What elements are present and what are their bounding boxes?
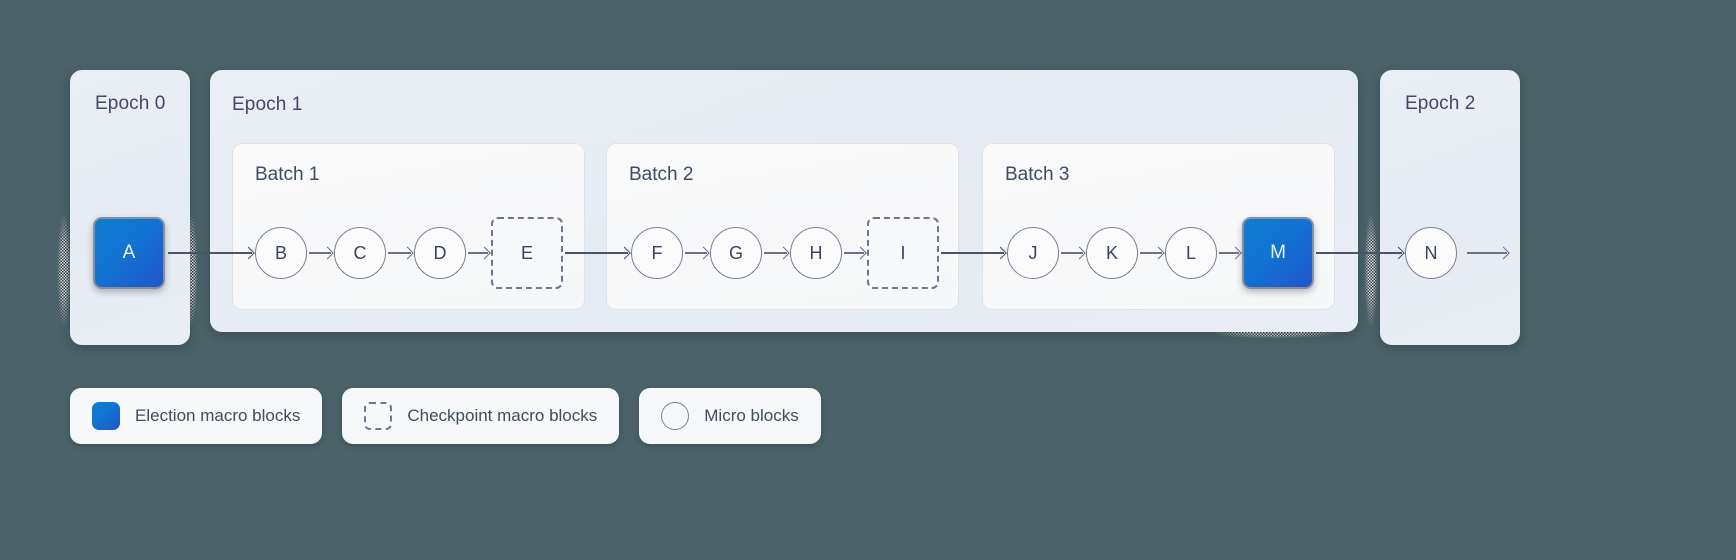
block-label-k: K	[1105, 242, 1118, 263]
block-label-i: I	[900, 242, 906, 263]
arrow-e-to-f	[565, 252, 628, 254]
block-label-f: F	[651, 242, 663, 263]
election-macro-block-a[interactable]: A	[93, 217, 165, 289]
block-label-h: H	[809, 242, 823, 263]
block-label-g: G	[728, 242, 743, 263]
legend-item-checkpoint-macro-blocks[interactable]: Checkpoint macro blocks	[342, 388, 620, 444]
arrow-h-to-i	[844, 252, 864, 254]
arrow-f-to-g	[685, 252, 707, 254]
block-label-b: B	[274, 242, 287, 263]
arrow-l-to-m	[1219, 252, 1239, 254]
dashed-square-icon	[364, 402, 393, 430]
micro-block-k[interactable]: K	[1086, 227, 1138, 279]
checkpoint-macro-block-e[interactable]: E	[491, 217, 563, 289]
legend-item-micro-blocks[interactable]: Micro blocks	[639, 388, 821, 444]
block-label-c: C	[353, 242, 367, 263]
batch-2-title: Batch 2	[629, 164, 694, 185]
micro-block-h[interactable]: H	[790, 227, 842, 279]
epoch-panel-1[interactable]: Epoch 1 Batch 1 Batch 2 Batch 3	[210, 70, 1358, 332]
epoch-panel-0[interactable]: Epoch 0	[70, 70, 190, 345]
block-label-d: D	[433, 242, 447, 263]
arrow-j-to-k	[1061, 252, 1083, 254]
micro-block-b[interactable]: B	[255, 227, 307, 279]
block-label-e: E	[520, 242, 533, 263]
legend-label-election: Election macro blocks	[135, 406, 301, 425]
arrow-a-to-b	[168, 252, 252, 254]
arrow-n-to-next	[1467, 252, 1507, 254]
epoch-1-title: Epoch 1	[232, 94, 303, 115]
micro-block-f[interactable]: F	[631, 227, 683, 279]
batch-1-title: Batch 1	[255, 164, 320, 185]
micro-block-c[interactable]: C	[334, 227, 386, 279]
panel-seam-artifact-left	[56, 196, 72, 344]
arrow-d-to-e	[468, 252, 488, 254]
legend-item-election-macro-blocks[interactable]: Election macro blocks	[70, 388, 323, 444]
block-label-a: A	[122, 242, 136, 263]
arrow-m-to-n	[1316, 252, 1402, 254]
micro-block-l[interactable]: L	[1165, 227, 1217, 279]
election-macro-block-m[interactable]: M	[1242, 217, 1314, 289]
micro-block-n[interactable]: N	[1405, 227, 1457, 279]
epoch-0-title: Epoch 0	[95, 93, 166, 114]
arrow-i-to-j	[941, 252, 1004, 254]
panel-seam-artifact-right	[1363, 196, 1379, 344]
arrow-b-to-c	[309, 252, 331, 254]
block-label-m: M	[1270, 242, 1286, 263]
micro-block-g[interactable]: G	[710, 227, 762, 279]
arrow-g-to-h	[764, 252, 787, 254]
block-label-j: J	[1028, 242, 1038, 263]
arrow-c-to-d	[388, 252, 411, 254]
block-label-n: N	[1424, 242, 1438, 263]
epoch-2-title: Epoch 2	[1405, 93, 1476, 114]
block-label-l: L	[1185, 242, 1196, 263]
legend-label-checkpoint: Checkpoint macro blocks	[407, 406, 598, 425]
arrow-k-to-l	[1140, 252, 1162, 254]
micro-block-d[interactable]: D	[414, 227, 466, 279]
epoch-panel-2[interactable]: Epoch 2	[1380, 70, 1520, 345]
filled-square-icon	[92, 402, 120, 430]
checkpoint-macro-block-i[interactable]: I	[867, 217, 939, 289]
legend-label-micro: Micro blocks	[704, 406, 799, 425]
micro-block-j[interactable]: J	[1007, 227, 1059, 279]
legend: Election macro blocks Checkpoint macro b…	[70, 388, 821, 444]
circle-outline-icon	[661, 402, 690, 430]
batch-3-title: Batch 3	[1005, 164, 1070, 185]
